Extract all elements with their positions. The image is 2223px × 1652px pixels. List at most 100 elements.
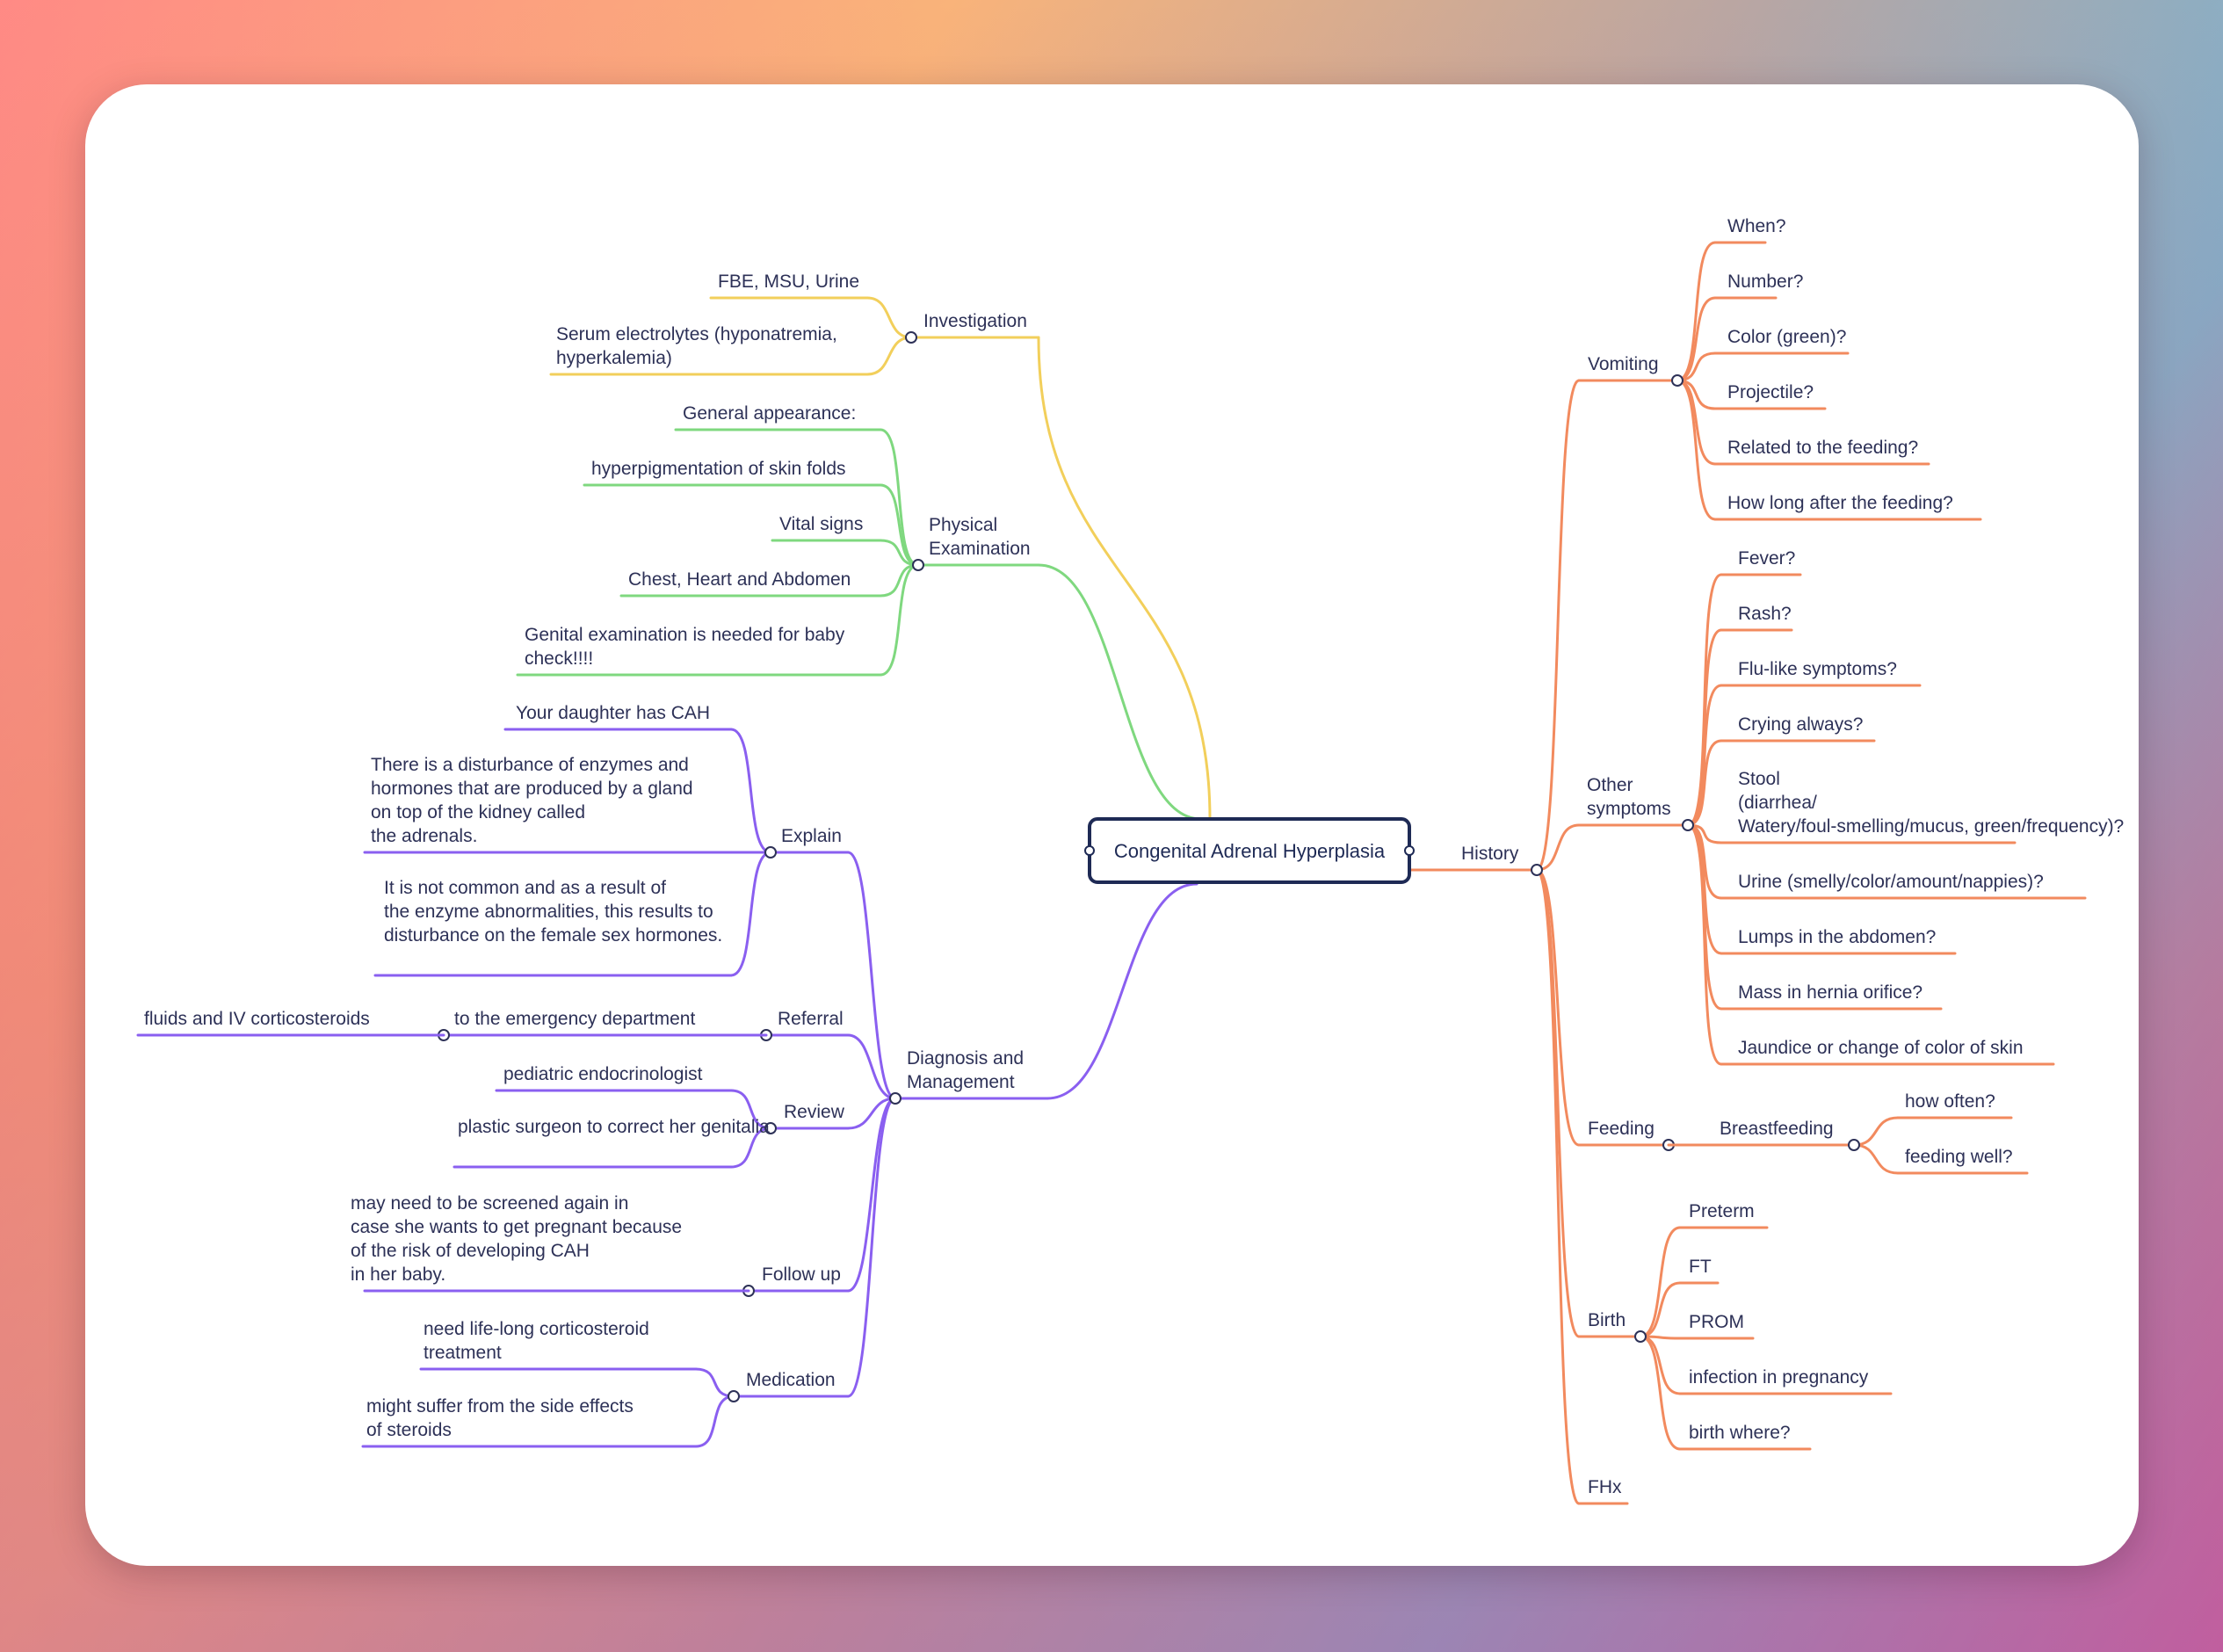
branch-connector xyxy=(730,1127,771,1169)
breastfeeding-toggle[interactable] xyxy=(1848,1139,1860,1151)
node-rash[interactable]: Rash? xyxy=(1720,604,1793,632)
node-flu-like-symptoms-label: Flu-like symptoms? xyxy=(1738,659,1897,679)
node-your-daughter-has-cah[interactable]: Your daughter has CAH xyxy=(503,703,733,731)
branch-connector xyxy=(730,851,771,977)
node-history[interactable]: History xyxy=(1408,844,1539,872)
node-when[interactable]: When? xyxy=(1713,216,1786,244)
branch-connector xyxy=(1535,379,1581,872)
node-breastfeeding[interactable]: Breastfeeding xyxy=(1667,1119,1856,1147)
branch-connector xyxy=(1687,823,1722,1066)
node-fluids-iv[interactable]: fluids and IV corticosteroids xyxy=(136,1009,445,1037)
branch-connector xyxy=(1536,868,1580,1147)
diagnosis-toggle[interactable] xyxy=(889,1092,902,1105)
other-symptoms-toggle[interactable] xyxy=(1682,819,1694,831)
node-feeding[interactable]: Feeding xyxy=(1577,1119,1670,1147)
node-birth-where-label: birth where? xyxy=(1689,1423,1791,1443)
node-lumps-in-the-abdomen-label: Lumps in the abdomen? xyxy=(1738,927,1936,947)
node-infection-in-pregnancy[interactable]: infection in pregnancy xyxy=(1678,1367,1893,1395)
node-feeding-label: Feeding xyxy=(1588,1119,1655,1139)
node-general-appearance[interactable]: General appearance: xyxy=(674,403,882,431)
node-plastic-surgeon-to-correct-her-genitalia[interactable]: plastic surgeon to correct her genitalia xyxy=(453,1117,770,1169)
node-mass-in-hernia-orifice-label: Mass in hernia orifice? xyxy=(1738,982,1922,1003)
node-serum-electrolytes[interactable]: Serum electrolytes (hyponatremia,hyperka… xyxy=(549,324,869,376)
node-pediatric-endocrinologist[interactable]: pediatric endocrinologist xyxy=(495,1064,733,1092)
node-lumps-in-the-abdomen[interactable]: Lumps in the abdomen? xyxy=(1720,927,1957,955)
node-fever-label: Fever? xyxy=(1738,548,1795,569)
root-left-handle[interactable] xyxy=(1084,845,1095,856)
node-investigation-label: Investigation xyxy=(923,311,1027,331)
medication-toggle[interactable] xyxy=(728,1390,740,1402)
root-right-handle[interactable] xyxy=(1404,845,1415,856)
node-fbe-msu-urine[interactable]: FBE, MSU, Urine xyxy=(709,272,869,300)
physical-toggle[interactable] xyxy=(912,559,924,571)
node-vital-signs[interactable]: Vital signs xyxy=(771,514,882,542)
branch-connector xyxy=(1676,351,1716,382)
node-stool-diarrhea-watery-foul-smelling-mucu[interactable]: Stool(diarrhea/Watery/foul-smelling/mucu… xyxy=(1720,769,2124,844)
node-related-to-the-feeding[interactable]: Related to the feeding? xyxy=(1713,438,1930,466)
node-plastic-surgeon-to-correct-her-genitalia-label: plastic surgeon to correct her genitalia xyxy=(458,1117,770,1137)
node-fever[interactable]: Fever? xyxy=(1720,548,1802,576)
branch-connector xyxy=(1853,1143,1899,1175)
review-toggle[interactable] xyxy=(764,1122,777,1134)
node-investigation[interactable]: Investigation xyxy=(909,311,1040,339)
node-number[interactable]: Number? xyxy=(1713,272,1803,300)
history-toggle[interactable] xyxy=(1531,864,1543,876)
node-follow-up[interactable]: Follow up xyxy=(747,1264,850,1293)
branch-connector xyxy=(1640,1226,1681,1338)
node-vomiting[interactable]: Vomiting xyxy=(1577,354,1679,382)
node-fbe-msu-urine-label: FBE, MSU, Urine xyxy=(718,272,859,292)
node-color-green[interactable]: Color (green)? xyxy=(1713,327,1850,355)
branch-connector xyxy=(880,563,919,677)
vomiting-toggle[interactable] xyxy=(1671,374,1684,387)
node-medication[interactable]: Medication xyxy=(732,1370,850,1398)
explain-toggle[interactable] xyxy=(764,846,777,859)
node-feeding-well[interactable]: feeding well? xyxy=(1896,1147,2029,1175)
node-vomiting-label: Vomiting xyxy=(1588,354,1659,374)
node-review[interactable]: Review xyxy=(769,1102,850,1130)
node-preterm[interactable]: Preterm xyxy=(1678,1201,1769,1229)
connector-lines xyxy=(695,241,1899,1505)
node-prom[interactable]: PROM xyxy=(1678,1312,1755,1340)
node-urine-smelly-color-amount-nappies[interactable]: Urine (smelly/color/amount/nappies)? xyxy=(1720,872,2087,900)
branch-connector xyxy=(1687,739,1722,827)
investigation-trunk xyxy=(1037,337,1212,820)
node-mass-in-hernia-orifice[interactable]: Mass in hernia orifice? xyxy=(1720,982,1943,1011)
root-node[interactable]: Congenital Adrenal Hyperplasia xyxy=(1084,817,1415,884)
node-jaundice-or-change-of-color-of-skin-label: Jaundice or change of color of skin xyxy=(1738,1038,2024,1058)
branch-connector xyxy=(1640,1335,1681,1451)
node-explain-label: Explain xyxy=(781,826,842,846)
node-chest-heart-and-abdomen[interactable]: Chest, Heart and Abdomen xyxy=(619,569,882,598)
investigation-toggle[interactable] xyxy=(905,331,917,344)
node-how-often[interactable]: how often? xyxy=(1896,1091,2013,1119)
node-ft[interactable]: FT xyxy=(1678,1257,1720,1285)
node-projectile[interactable]: Projectile? xyxy=(1713,382,1827,410)
node-emergency-department[interactable]: to the emergency department xyxy=(442,1009,768,1037)
node-hyperpigmentation-of-skin-folds[interactable]: hyperpigmentation of skin folds xyxy=(583,459,882,487)
node-crying-always[interactable]: Crying always? xyxy=(1720,714,1876,743)
node-explain[interactable]: Explain xyxy=(769,826,850,854)
node-how-long-after-the-feeding[interactable]: How long after the feeding? xyxy=(1713,493,1982,521)
birth-toggle[interactable] xyxy=(1634,1330,1647,1343)
node-jaundice-or-change-of-color-of-skin[interactable]: Jaundice or change of color of skin xyxy=(1720,1038,2055,1066)
node-referral[interactable]: Referral xyxy=(764,1009,850,1037)
node-birth[interactable]: Birth xyxy=(1577,1310,1642,1338)
node-flu-like-symptoms[interactable]: Flu-like symptoms? xyxy=(1720,659,1922,687)
branch-connector xyxy=(1676,241,1716,382)
branch-connector xyxy=(730,1089,771,1130)
branch-connector xyxy=(847,1097,896,1398)
node-fhx[interactable]: FHx xyxy=(1577,1477,1629,1505)
node-birth-where[interactable]: birth where? xyxy=(1678,1423,1812,1451)
